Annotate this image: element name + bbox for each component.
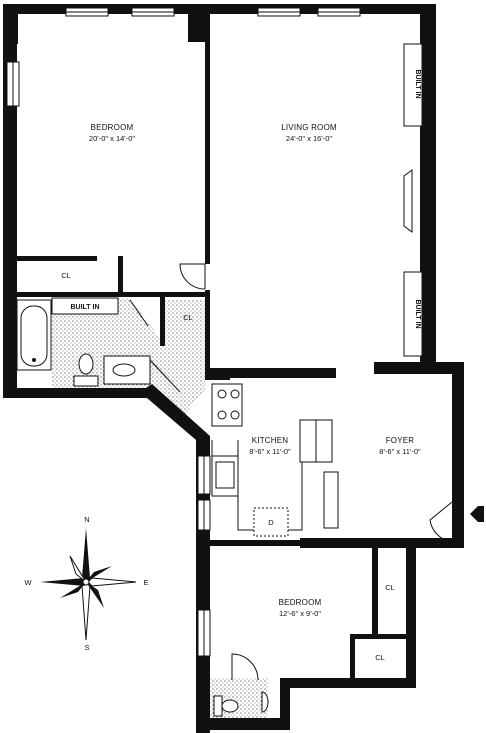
- built-in-label: BUILT IN: [70, 304, 99, 311]
- kitchen-fixtures: [211, 383, 339, 537]
- room-foyer: FOYER 8'-6" x 11'-0": [379, 436, 421, 456]
- room-dimensions: 8'-6" x 11'-0": [379, 447, 421, 456]
- room-name: BEDROOM: [279, 598, 322, 607]
- doors: [129, 263, 484, 681]
- room-kitchen: KITCHEN 8'-6" x 11'-0": [249, 436, 291, 456]
- built-in-label: BUILT IN: [414, 69, 421, 98]
- room-name: BEDROOM: [91, 123, 134, 132]
- built-in-label: BUILT IN: [414, 299, 421, 328]
- room-dimensions: 12'-6" x 9'-0": [279, 609, 321, 618]
- windows: [6, 7, 413, 657]
- walls: [3, 4, 464, 733]
- room-name: LIVING ROOM: [281, 123, 337, 132]
- closet-label: CL: [385, 583, 395, 592]
- room-living-room: LIVING ROOM 24'-0" x 16'-0": [281, 123, 337, 143]
- compass-icon: N S E W: [24, 515, 148, 652]
- bath-fixtures: [16, 299, 269, 717]
- room-name: FOYER: [386, 436, 415, 445]
- room-bedroom-main: BEDROOM 20'-0" x 14'-0": [89, 123, 135, 143]
- closet-label: CL: [61, 271, 71, 280]
- compass-west: W: [24, 578, 32, 587]
- room-name: KITCHEN: [252, 436, 289, 445]
- room-bedroom-second: BEDROOM 12'-6" x 9'-0": [279, 598, 322, 618]
- compass-east: E: [143, 578, 148, 587]
- closet-label: CL: [375, 653, 385, 662]
- appliance-label: D: [268, 518, 274, 527]
- built-in-cabinets: [51, 43, 423, 357]
- room-dimensions: 24'-0" x 16'-0": [286, 134, 332, 143]
- compass-south: S: [84, 643, 89, 652]
- room-dimensions: 8'-6" x 11'-0": [249, 447, 291, 456]
- compass-north: N: [84, 515, 89, 524]
- closet-label: CL: [183, 313, 193, 322]
- room-dimensions: 20'-0" x 14'-0": [89, 134, 135, 143]
